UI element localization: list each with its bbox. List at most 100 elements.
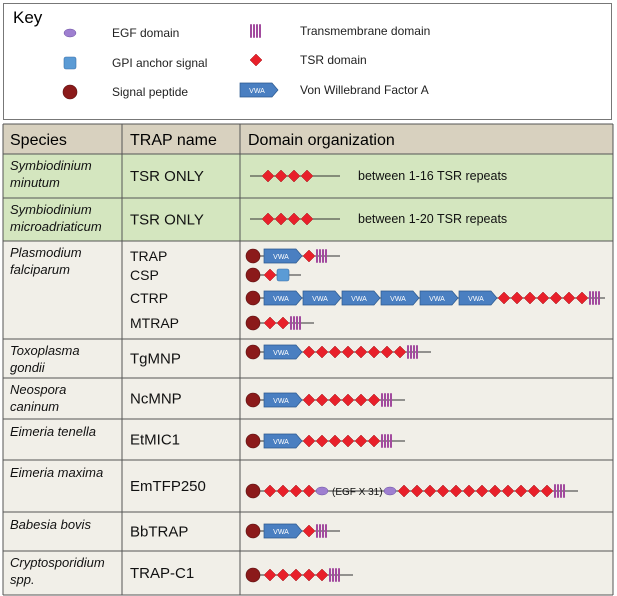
tsr-domain-icon — [289, 484, 303, 498]
vwa-domain-icon — [341, 290, 381, 306]
tsr-domain-icon — [315, 434, 329, 448]
tsr-domain-icon — [328, 345, 342, 359]
tsr-domain-icon — [263, 268, 277, 282]
tsr-domain-icon — [302, 434, 316, 448]
key-label: GPI anchor signal — [112, 56, 207, 70]
vwa-label: VWA — [273, 439, 289, 446]
vwa-domain-icon — [263, 433, 303, 449]
key-label: Transmembrane domain — [300, 24, 430, 38]
key-label: Von Willebrand Factor A — [300, 83, 429, 97]
trap-name: BbTRAP — [130, 524, 188, 541]
vwa-label: VWA — [312, 296, 328, 303]
vwa-label: VWA — [273, 296, 289, 303]
key-label: EGF domain — [112, 26, 179, 40]
species-name: Eimeria tenella — [10, 424, 96, 439]
species-name: Symbiodinium — [10, 202, 92, 217]
trap-name: CSP — [130, 267, 159, 283]
vwa-domain-icon — [239, 82, 279, 98]
vwa-domain-icon — [302, 290, 342, 306]
column-header: Species — [10, 132, 67, 149]
tsr-domain-icon — [341, 434, 355, 448]
species-name: minutum — [10, 175, 60, 190]
species-name: microadriaticum — [10, 219, 102, 234]
column-header: TRAP name — [130, 132, 217, 149]
transmembrane-icon — [256, 24, 258, 38]
tsr-domain-icon — [263, 316, 277, 330]
tsr-domain-icon — [302, 524, 316, 538]
tsr-domain-icon — [315, 568, 329, 582]
key-title: Key — [13, 8, 43, 27]
table-header-bg — [3, 124, 613, 154]
tsr-domain-icon — [549, 291, 563, 305]
tsr-domain-icon — [367, 434, 381, 448]
transmembrane-icon — [413, 345, 415, 359]
transmembrane-icon — [387, 393, 389, 407]
key-label: Signal peptide — [112, 85, 188, 99]
repeat-note: between 1-16 TSR repeats — [358, 169, 507, 183]
vwa-label: VWA — [351, 296, 367, 303]
tsr-domain-icon — [475, 484, 489, 498]
tsr-domain-icon — [261, 212, 275, 226]
trap-name: CTRP — [130, 290, 168, 306]
tsr-domain-icon — [575, 291, 589, 305]
tsr-domain-icon — [380, 345, 394, 359]
tsr-domain-icon — [354, 393, 368, 407]
gpi-anchor-icon — [276, 268, 290, 282]
tsr-domain-icon — [249, 53, 263, 67]
transmembrane-icon — [589, 291, 591, 305]
trap-name: TSR ONLY — [130, 168, 204, 185]
signal-peptide-icon — [245, 433, 261, 449]
tsr-domain-icon — [527, 484, 541, 498]
species-name: falciparum — [10, 262, 70, 277]
signal-peptide-icon — [245, 567, 261, 583]
vwa-label: VWA — [429, 296, 445, 303]
tsr-domain-icon — [423, 484, 437, 498]
transmembrane-icon — [332, 568, 334, 582]
trap-name: NcMNP — [130, 391, 182, 408]
transmembrane-icon — [250, 24, 252, 38]
tsr-domain-icon — [367, 393, 381, 407]
tsr-domain-icon — [501, 484, 515, 498]
vwa-label: VWA — [249, 88, 265, 95]
transmembrane-icon — [390, 434, 392, 448]
tsr-domain-icon — [354, 345, 368, 359]
vwa-domain-icon — [263, 248, 303, 264]
repeat-note: between 1-20 TSR repeats — [358, 212, 507, 226]
species-name: Plasmodium — [10, 245, 82, 260]
species-name: Babesia bovis — [10, 517, 91, 532]
tsr-domain-icon — [367, 345, 381, 359]
tsr-domain-icon — [510, 291, 524, 305]
tsr-domain-icon — [410, 484, 424, 498]
signal-peptide-icon — [245, 483, 261, 499]
transmembrane-icon — [322, 524, 324, 538]
tsr-domain-icon — [315, 393, 329, 407]
transmembrane-icon — [316, 524, 318, 538]
tsr-domain-icon — [341, 393, 355, 407]
transmembrane-icon — [554, 484, 556, 498]
tsr-domain-icon — [289, 568, 303, 582]
tsr-domain-icon — [302, 345, 316, 359]
egf-repeat-label: (EGF X 31) — [332, 487, 383, 498]
tsr-domain-icon — [523, 291, 537, 305]
transmembrane-icon — [384, 434, 386, 448]
tsr-domain-icon — [449, 484, 463, 498]
transmembrane-icon — [322, 249, 324, 263]
key-label: TSR domain — [300, 53, 367, 67]
transmembrane-icon — [293, 316, 295, 330]
vwa-domain-icon — [458, 290, 498, 306]
tsr-domain-icon — [354, 434, 368, 448]
species-name: Symbiodinium — [10, 158, 92, 173]
column-header: Domain organization — [248, 132, 395, 149]
signal-peptide-icon — [245, 267, 261, 283]
trap-name: MTRAP — [130, 315, 179, 331]
gpi-anchor-icon — [63, 56, 77, 70]
species-name: Cryptosporidium — [10, 555, 105, 570]
tsr-domain-icon — [276, 568, 290, 582]
signal-peptide-icon — [245, 392, 261, 408]
transmembrane-icon — [338, 568, 340, 582]
tsr-domain-icon — [397, 484, 411, 498]
transmembrane-icon — [595, 291, 597, 305]
transmembrane-icon — [319, 524, 321, 538]
